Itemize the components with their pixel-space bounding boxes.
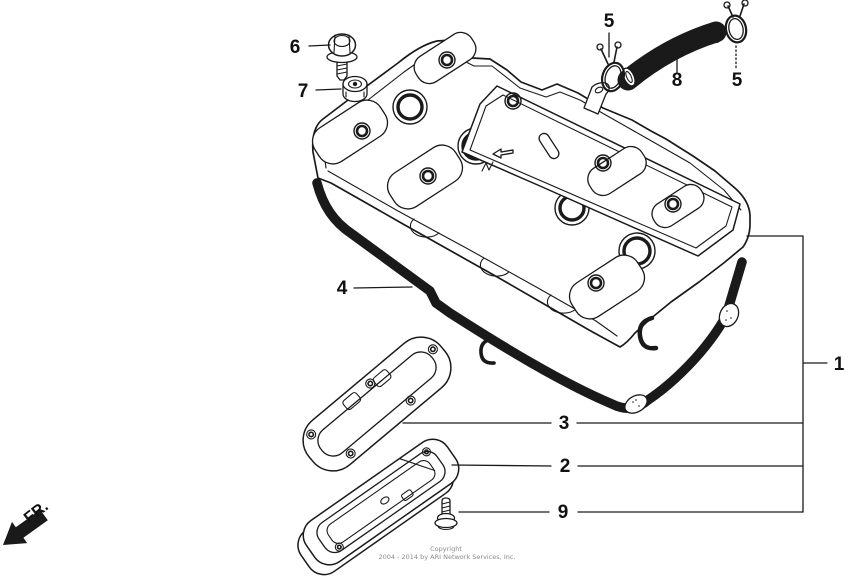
callout-1[interactable]: 1: [834, 354, 845, 375]
copyright-line-1: Copyright: [430, 545, 462, 553]
bolt-bosses: [353, 51, 682, 292]
breather-pipe: [583, 82, 610, 115]
hose-clamp-right: [723, 0, 749, 44]
hose-clamp-left: [596, 41, 626, 93]
copyright-notice: Copyright 2004 - 2014 by ARI Network Ser…: [378, 545, 515, 561]
cable-hook-small: [479, 337, 496, 365]
breather-cover-plate: [297, 438, 460, 576]
cable-hook: [637, 315, 659, 351]
head-cover-gasket: [312, 178, 747, 413]
fr-arrow-icon: [3, 509, 48, 545]
callout-5-right[interactable]: 5: [732, 70, 743, 91]
leader-lines: [308, 32, 828, 513]
breather-hose: [617, 21, 727, 91]
leader-7: [315, 88, 342, 91]
cylinder-head-cover: [311, 31, 751, 365]
leader-1: [746, 235, 828, 513]
fr-direction-indicator: FR.: [3, 498, 52, 545]
gasket-joints: [624, 302, 740, 414]
flange-bolt-lower: [434, 497, 458, 531]
flange-bolt-upper: [326, 33, 358, 81]
copyright-line-2: 2004 - 2014 by ARI Network Services, Inc…: [378, 553, 515, 561]
callout-8[interactable]: 8: [672, 70, 683, 91]
cam-humps: [311, 31, 705, 320]
mounting-grommet: [342, 75, 368, 103]
leader-6: [308, 44, 331, 47]
callout-5-left[interactable]: 5: [604, 11, 615, 32]
direction-arrow-marking: [492, 148, 514, 159]
callout-3[interactable]: 3: [559, 413, 570, 434]
callout-9[interactable]: 9: [558, 502, 569, 523]
leader-4: [353, 286, 413, 289]
callout-7[interactable]: 7: [298, 81, 309, 102]
callout-4[interactable]: 4: [337, 278, 348, 299]
leader-2: [451, 464, 804, 467]
cast-marking: [481, 161, 494, 172]
callout-6[interactable]: 6: [290, 37, 301, 58]
callout-2[interactable]: 2: [560, 456, 571, 477]
breather-plate-gasket: [302, 336, 452, 472]
